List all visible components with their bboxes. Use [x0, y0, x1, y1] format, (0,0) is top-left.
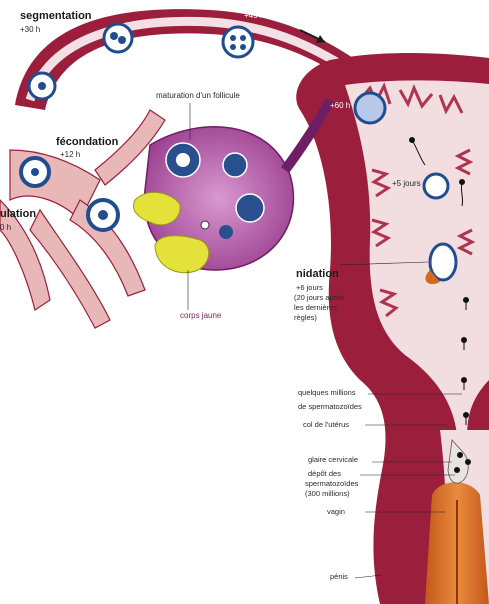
embryo-30h — [29, 73, 55, 99]
blastocyst-5d — [424, 174, 448, 198]
label-nidation-1: +6 jours — [296, 284, 323, 292]
label-corps-jaune: corps jaune — [180, 312, 221, 321]
label-nidation-3: les dernières — [294, 304, 337, 312]
label-45h: +45 h — [244, 12, 264, 21]
label-penis: pénis — [330, 573, 348, 581]
ovum-ovulation — [21, 158, 49, 186]
label-maturation: maturation d'un follicule — [156, 92, 240, 101]
label-quelques-millions: quelques millions — [298, 389, 356, 397]
label-30h: +30 h — [20, 26, 40, 35]
label-vagin: vagin — [327, 508, 345, 516]
label-5-jours: +5 jours — [392, 180, 421, 189]
label-glaire: glaire cervicale — [308, 456, 358, 464]
label-60h: +60 h — [330, 102, 350, 111]
embryo-2cell — [104, 24, 132, 52]
label-ovulation: ulation — [0, 208, 36, 220]
embryo-45h — [223, 27, 253, 57]
label-segmentation: segmentation — [20, 10, 92, 22]
label-depot-2: spermatozoïdes — [305, 480, 358, 488]
corpus-luteum — [155, 236, 209, 273]
label-depot-3: (300 millions) — [305, 490, 350, 498]
morula-60h — [355, 93, 385, 123]
label-fecondation: fécondation — [56, 136, 118, 148]
label-col-uterus: col de l'utérus — [303, 421, 349, 429]
label-nidation: nidation — [296, 268, 339, 280]
label-depot-1: dépôt des — [308, 470, 341, 478]
label-12h: +12 h — [60, 151, 80, 160]
label-ovulation-hour: 0 h — [0, 224, 11, 233]
label-nidation-4: règles) — [294, 314, 317, 322]
label-spermatozoides: de spermatozoïdes — [298, 403, 362, 411]
ovum-fertilization — [88, 200, 118, 230]
label-nidation-2: (20 jours après — [294, 294, 344, 302]
